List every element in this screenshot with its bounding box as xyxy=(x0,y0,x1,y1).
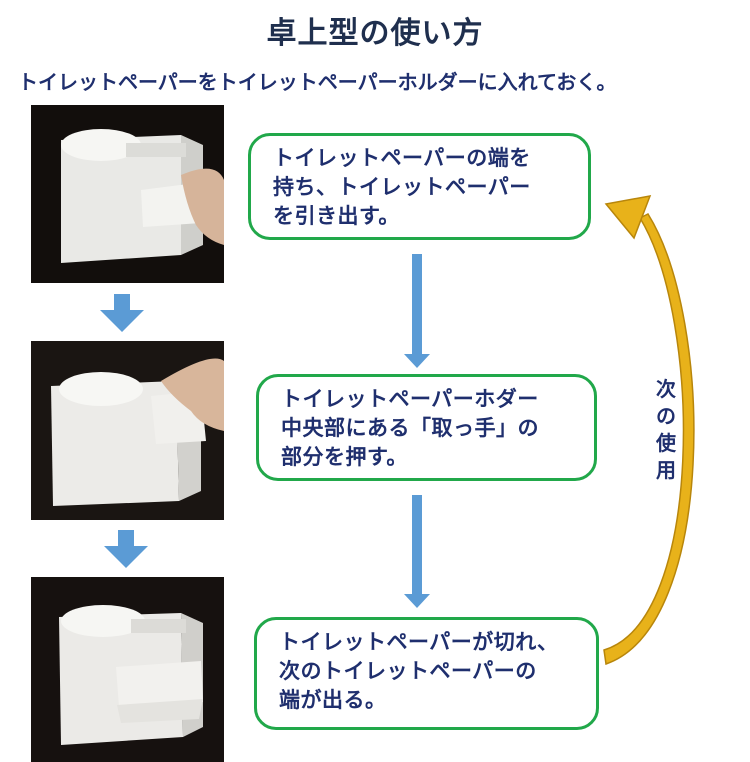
loop-label: 次 の 使 用 xyxy=(652,376,680,484)
step-3-line-1: トイレットペーパーが切れ、 xyxy=(279,630,559,654)
page-subtitle: トイレットペーパーをトイレットペーパーホルダーに入れておく。 xyxy=(18,70,617,94)
photo-step-2 xyxy=(31,341,224,520)
loop-arrow-icon xyxy=(603,195,695,666)
loop-label-char-2: の xyxy=(656,404,676,428)
page-title: 卓上型の使い方 xyxy=(266,16,484,51)
step-2-line-1: トイレットペーパーホダー xyxy=(281,387,539,411)
photo-step-3 xyxy=(31,577,224,762)
step-3-line-3: 端が出る。 xyxy=(279,688,387,712)
photo-step-1 xyxy=(31,105,224,283)
step-1-line-3: を引き出す。 xyxy=(273,204,400,228)
step-2-line-2: 中央部にある「取っ手」の xyxy=(281,416,539,440)
loop-label-char-1: 次 xyxy=(656,377,676,401)
step-3-line-2: 次のトイレットペーパーの xyxy=(279,659,537,683)
step-1-line-2: 持ち、トイレットペーパー xyxy=(273,175,531,199)
down-arrow-icon xyxy=(104,530,148,568)
step-1-line-1: トイレットペーパーの端を xyxy=(273,146,531,170)
step-2-line-3: 部分を押す。 xyxy=(281,445,408,469)
step-box-3: トイレットペーパーが切れ、 次のトイレットペーパーの 端が出る。 xyxy=(254,617,599,730)
down-arrow-icon xyxy=(100,294,144,332)
step-box-1: トイレットペーパーの端を 持ち、トイレットペーパー を引き出す。 xyxy=(248,133,591,240)
down-arrow-icon xyxy=(404,254,430,368)
loop-label-char-3: 使 xyxy=(656,431,676,455)
down-arrow-icon xyxy=(404,495,430,608)
step-box-2: トイレットペーパーホダー 中央部にある「取っ手」の 部分を押す。 xyxy=(256,374,597,481)
loop-label-char-4: 用 xyxy=(656,458,676,482)
